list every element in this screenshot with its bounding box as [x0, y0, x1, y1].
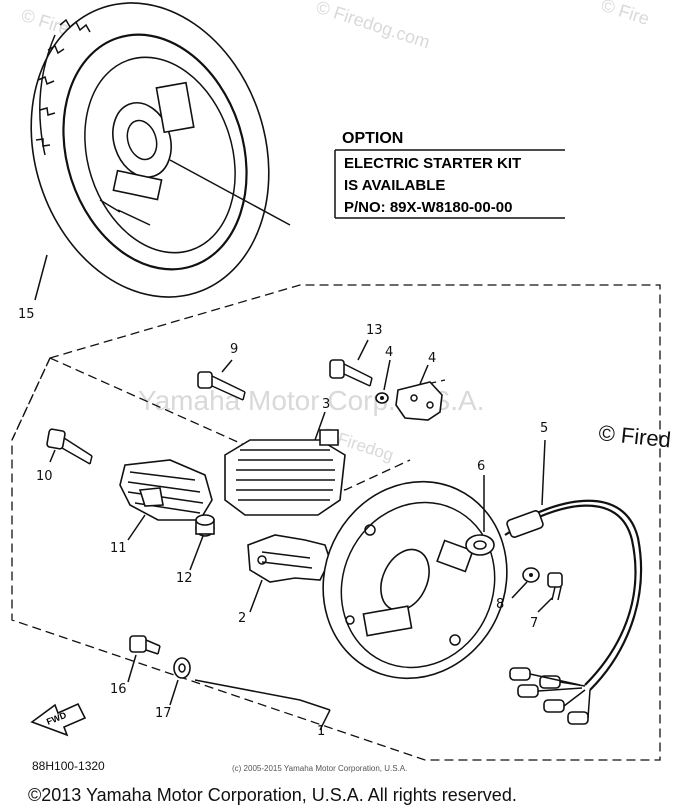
footer-copyright: ©2013 Yamaha Motor Corporation, U.S.A. A… [28, 785, 517, 805]
option-line: P/NO: 89X-W8180-00-00 [344, 199, 512, 216]
spacer-12 [195, 514, 215, 537]
callout-12: 12 [176, 571, 193, 586]
leader-line [34, 254, 48, 301]
source-coil-3 [224, 429, 346, 516]
callout-7: 7 [530, 616, 538, 631]
stator-base-plate [322, 480, 508, 680]
option-note: OPTION ELECTRIC STARTER KIT IS AVAILABLE… [334, 130, 565, 219]
charge-coil-11 [119, 459, 213, 521]
diagram-code: 88H100-1320 [32, 759, 105, 773]
screw-13 [329, 359, 373, 387]
bolt-10 [46, 428, 93, 465]
callout-10: 10 [36, 469, 53, 484]
watermark-firedog: © Fire [599, 0, 652, 29]
flywheel-rotor [30, 2, 270, 298]
screw-7 [547, 572, 563, 601]
callout-9: 9 [230, 342, 238, 357]
pickup-coil-2 [247, 534, 331, 583]
callout-16: 16 [110, 682, 127, 697]
small-copyright: (c) 2005-2015 Yamaha Motor Corporation, … [232, 764, 407, 773]
option-line: ELECTRIC STARTER KIT [344, 155, 521, 172]
callout-4: 4 [385, 345, 393, 360]
callout-5: 5 [540, 421, 548, 436]
callout-2: 2 [238, 611, 246, 626]
callout-4: 4 [428, 351, 436, 366]
callout-8: 8 [496, 597, 504, 612]
forward-arrow-icon: FWD [30, 702, 87, 737]
grommet-6 [465, 534, 495, 556]
option-title: OPTION [342, 130, 403, 147]
watermark-firedog-right: © Fired [597, 420, 672, 452]
callout-13: 13 [366, 323, 383, 338]
callout-6: 6 [477, 459, 485, 474]
bolt-9 [197, 371, 246, 401]
callout-3: 3 [322, 397, 330, 412]
washer-8 [522, 567, 540, 583]
screw-16 [129, 635, 161, 655]
washer-17 [173, 657, 191, 679]
callout-11: 11 [110, 541, 127, 556]
lead-wire-harness-5 [504, 499, 643, 725]
option-line: IS AVAILABLE [344, 177, 445, 194]
callout-15: 15 [18, 307, 35, 322]
callout-17: 17 [155, 706, 172, 721]
watermark-firedog: © Firedog.com [314, 0, 433, 52]
leader-line [169, 159, 291, 226]
bracket-4 [395, 381, 443, 421]
callout-1: 1 [317, 724, 325, 739]
